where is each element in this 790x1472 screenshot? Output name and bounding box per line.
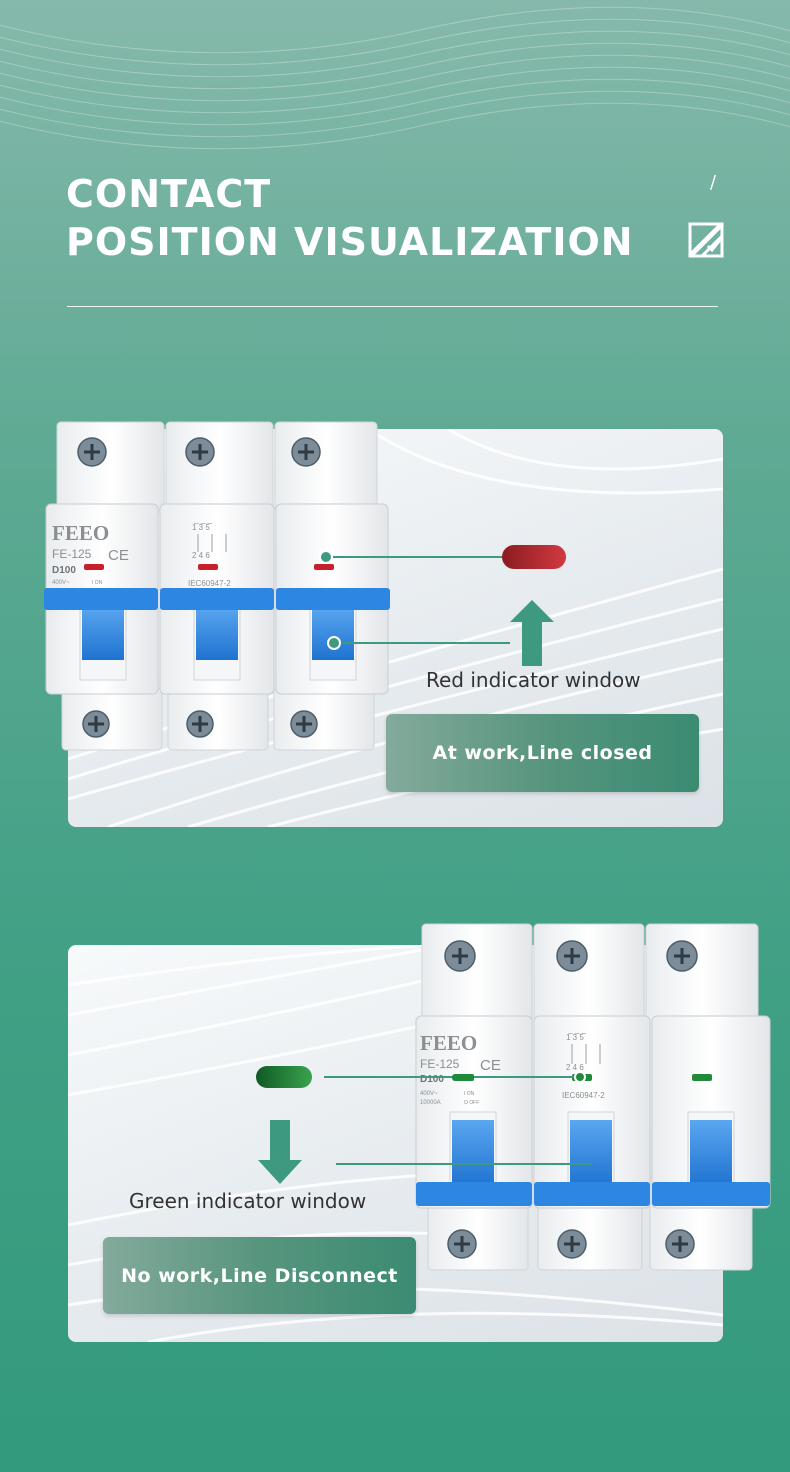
brand-mark-icon: [688, 222, 724, 258]
wiring-diagram-top: 1̅ 3̅ 5̅: [566, 1033, 587, 1042]
breaking-capacity-label: 10000A: [420, 1100, 441, 1106]
handle-leader-dot: [327, 636, 341, 650]
green-indicator-swatch: [256, 1066, 312, 1088]
on-mark: I ON: [92, 580, 103, 586]
arrow-down-icon: [258, 1120, 302, 1184]
status-badge-closed: At work,Line closed: [386, 714, 699, 792]
wiring-diagram-bottom: 2 4 6: [192, 551, 210, 560]
model-label: FE-125: [420, 1057, 460, 1071]
indicator-leader-marker: [452, 1074, 474, 1081]
arrow-up-icon: [510, 600, 554, 666]
brand-label: FEEO: [52, 521, 109, 545]
ce-mark: CE: [480, 1057, 501, 1074]
brand-label: FEEO: [420, 1031, 477, 1055]
page-title-line2: POSITION VISUALIZATION: [66, 220, 634, 264]
breaker-closed: FEEO FE-125 CE D100 400V~ I ON 1̅ 3̅ 5̅ …: [44, 421, 390, 751]
standard-label: IEC60947-2: [562, 1091, 605, 1100]
on-mark: I ON: [464, 1091, 475, 1097]
off-mark: O OFF: [464, 1100, 479, 1106]
breaker-open: FEEO FE-125 CE D100 400V~ 10000A I ON O …: [415, 923, 771, 1271]
header-divider: [67, 306, 718, 307]
decorative-slash: /: [710, 172, 717, 193]
model-label: FE-125: [52, 547, 92, 561]
indicator-leader-dot: [574, 1071, 586, 1083]
voltage-label: 400V~: [52, 580, 70, 586]
wiring-diagram-bottom: 2 4 6: [566, 1063, 584, 1072]
voltage-label: 400V~: [420, 1091, 438, 1097]
indicator-leader-dot: [319, 550, 333, 564]
red-indicator-swatch: [502, 545, 566, 569]
status-badge-open: No work,Line Disconnect: [103, 1237, 416, 1314]
page-title-line1: CONTACT: [66, 172, 272, 216]
rating-label: D100: [420, 1074, 444, 1085]
green-indicator-caption: Green indicator window: [129, 1189, 367, 1213]
standard-label: IEC60947-2: [188, 579, 231, 588]
ce-mark: CE: [108, 547, 129, 564]
wiring-diagram-top: 1̅ 3̅ 5̅: [192, 523, 213, 532]
red-indicator-caption: Red indicator window: [426, 668, 641, 692]
rating-label: D100: [52, 565, 76, 576]
